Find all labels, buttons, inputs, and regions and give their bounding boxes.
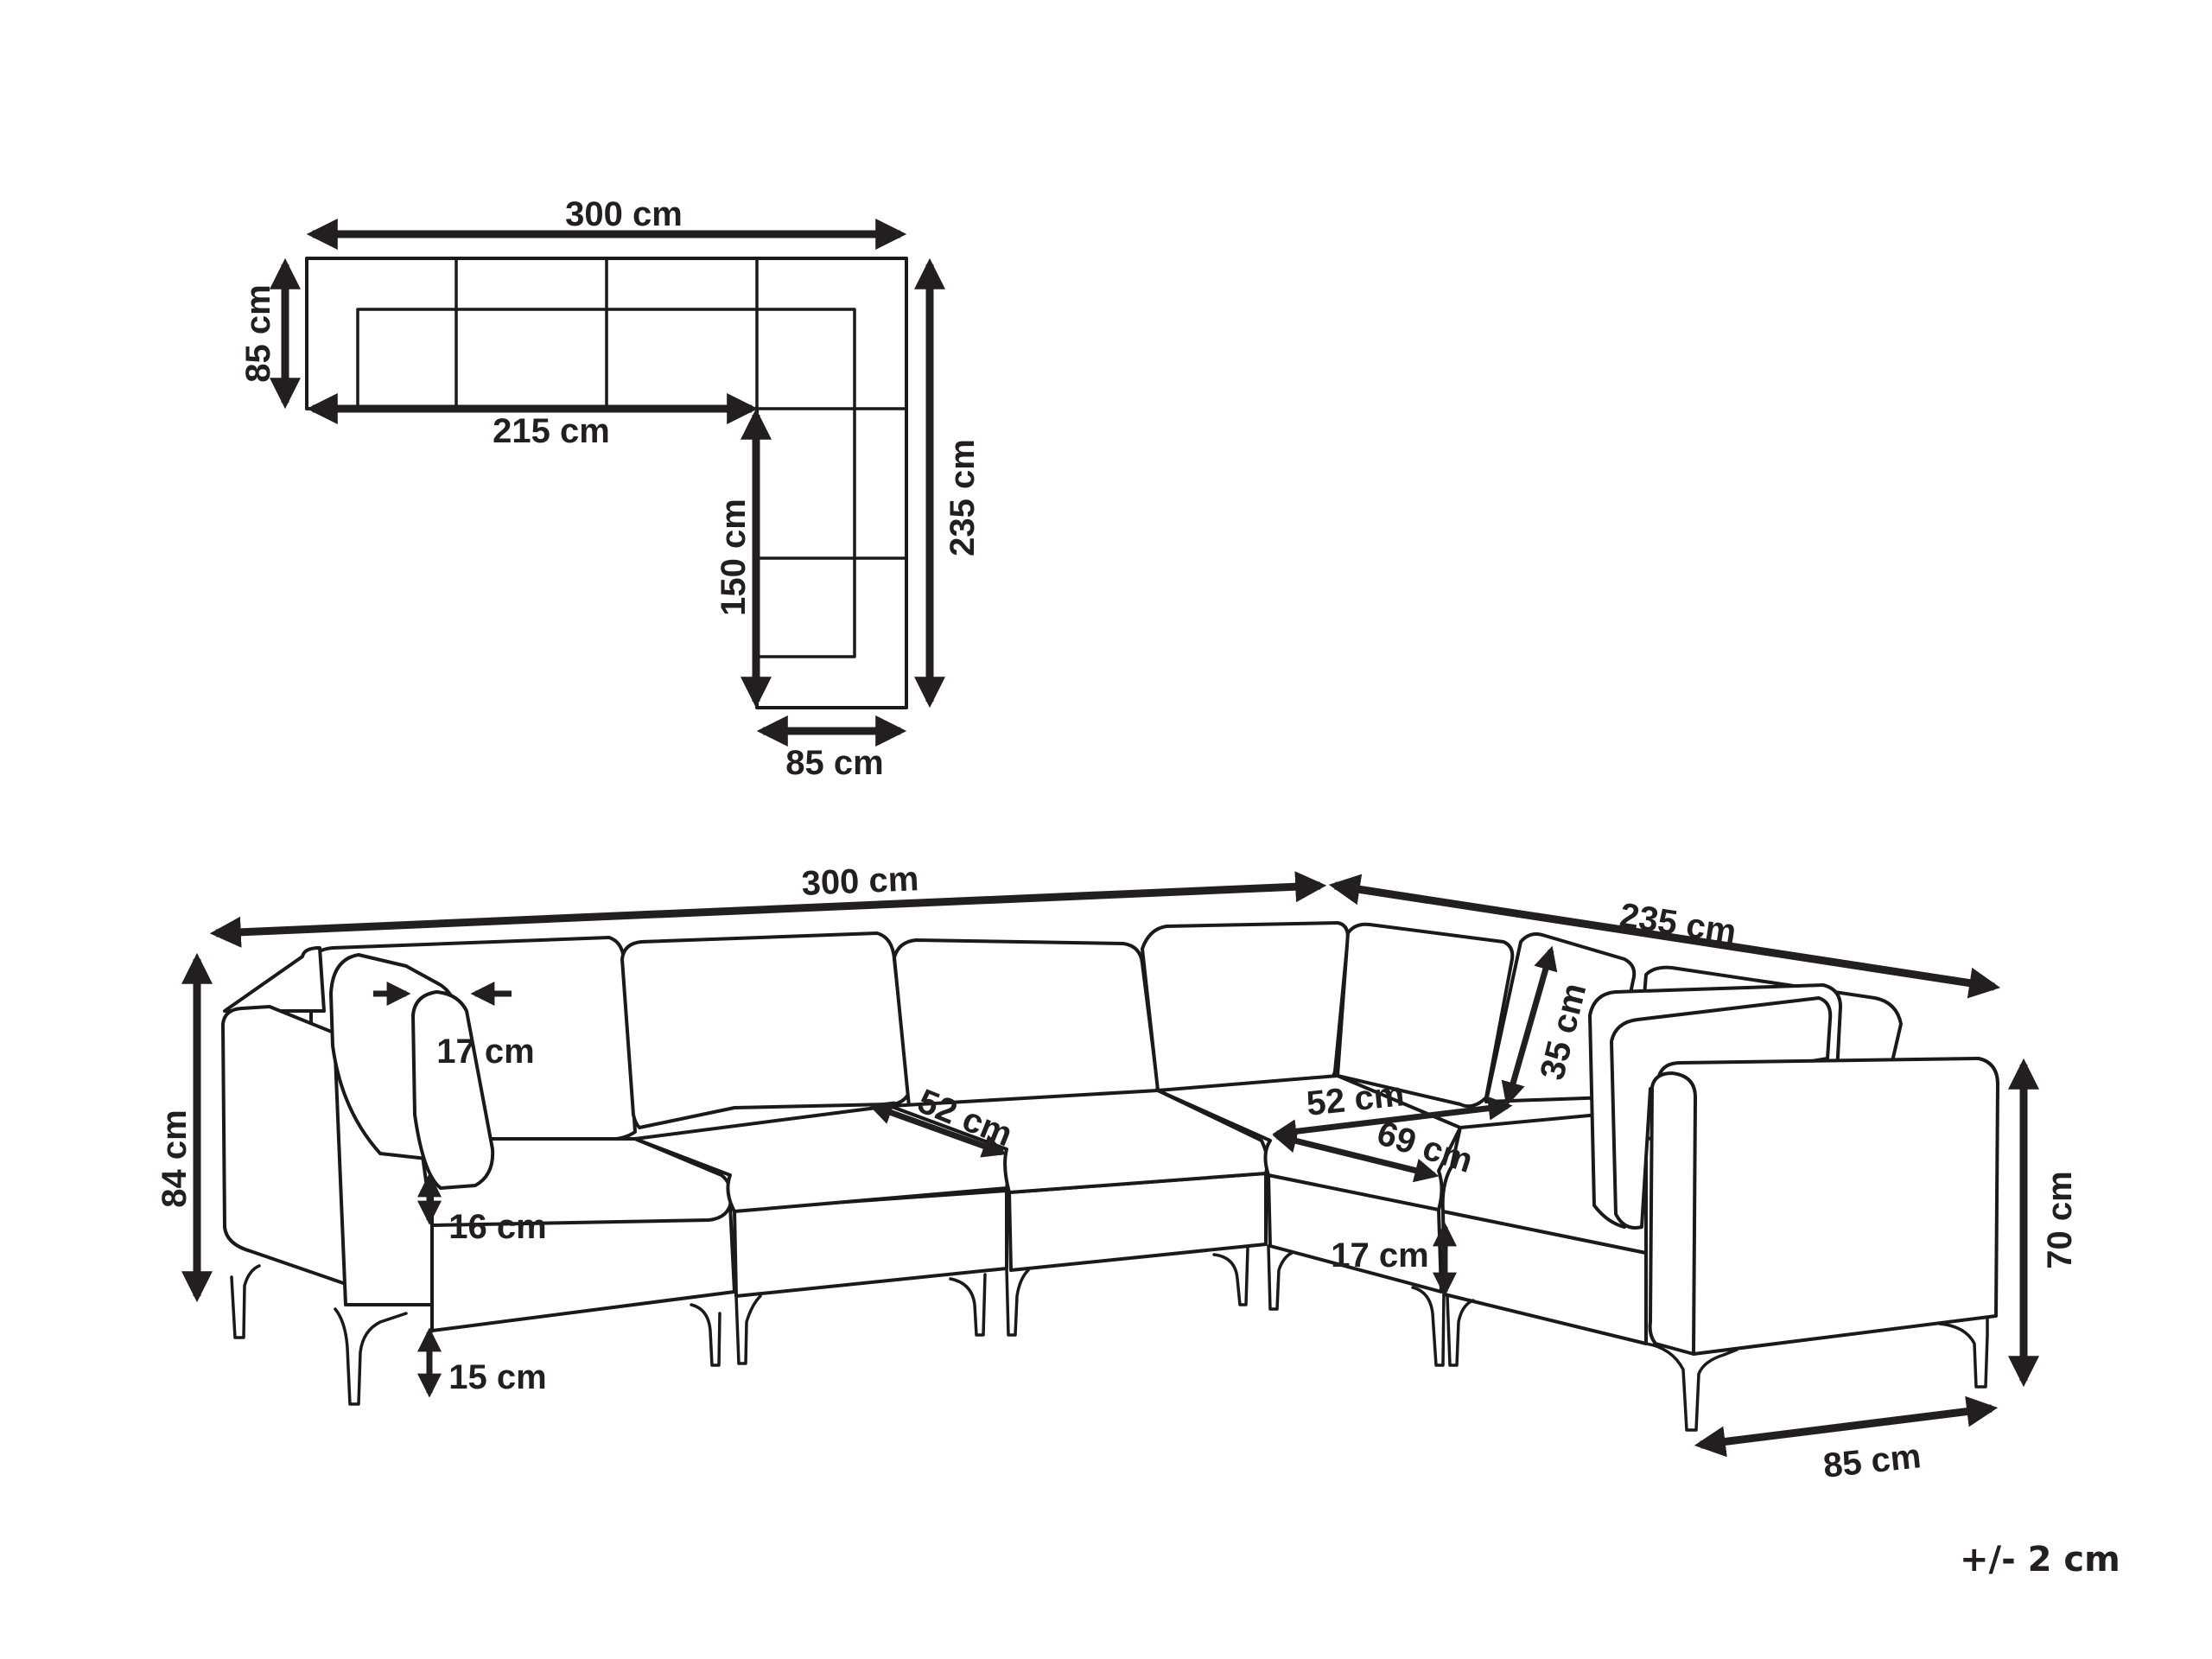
leg	[734, 1294, 762, 1365]
total-height-label: 84 cm	[156, 1109, 194, 1207]
right-armrest	[1648, 1057, 1999, 1356]
leg	[1938, 1316, 1989, 1389]
armrest-height-label: 70 cm	[2041, 1171, 2079, 1268]
leg	[1267, 1244, 1294, 1311]
armrest-depth-arrow	[1694, 1395, 1999, 1458]
seat-base-height-label: 17 cm	[1331, 1236, 1428, 1274]
leg	[334, 1307, 408, 1406]
perspective-length-label: 235 cm	[1618, 896, 1739, 951]
backrest-cushion-height-arrow	[1501, 945, 1558, 1107]
leg-height-label: 15 cm	[448, 1358, 546, 1396]
corner-seat-depth-arrow	[1272, 1128, 1440, 1183]
leg	[1005, 1267, 1030, 1337]
leg	[1644, 1342, 1738, 1432]
leg	[1411, 1286, 1446, 1367]
perspective-width-label: 300 cm	[801, 860, 919, 903]
top-total-length-label: 235 cm	[944, 439, 982, 556]
top-view-module-dividers	[454, 257, 908, 560]
top-width-label: 300 cm	[565, 195, 683, 233]
right-armrest-side	[1650, 1057, 1999, 1356]
bolster-pillow-front	[411, 990, 495, 1190]
top-view: 300 cm 85 cm 215 cm 150 cm 235 cm 85 cm	[239, 195, 982, 782]
leg	[1446, 1294, 1475, 1367]
top-view-seat-outline	[356, 308, 856, 658]
perspective-width-arrow	[209, 871, 1327, 948]
seat-cushion-height-label: 16 cm	[448, 1208, 546, 1246]
left-armrest-back	[223, 946, 326, 1013]
leg	[949, 1273, 987, 1337]
top-depth-label: 85 cm	[239, 284, 277, 382]
tolerance-label: +/- 2 cm	[1960, 1540, 2120, 1580]
back-cushion-3	[893, 938, 1160, 1108]
right-back-cushion-front	[1610, 996, 1833, 1230]
perspective-view: 300 cm 235 cm 84 cm 17 cm 16 cm 15 cm 52…	[156, 860, 2079, 1485]
leg	[1212, 1247, 1249, 1306]
top-return-depth-label: 85 cm	[785, 744, 883, 782]
pillow-thickness-label: 17 cm	[436, 1033, 534, 1071]
top-inner-length-label: 215 cm	[493, 412, 610, 450]
back-cushion-2	[620, 931, 911, 1129]
seat-depth-right-arrow	[1272, 1096, 1513, 1144]
perspective-length-arrow	[1328, 874, 2001, 999]
bolster-pillow	[329, 953, 495, 1190]
leg	[230, 1264, 261, 1339]
right-armrest-front	[1648, 1071, 1697, 1356]
armrest-depth-label: 85 cm	[1821, 1437, 1923, 1485]
seat-depth-left-arrow	[868, 1101, 1007, 1158]
leg	[690, 1303, 721, 1367]
top-return-length-label: 150 cm	[715, 499, 753, 616]
back-cushion-4	[1141, 921, 1350, 1092]
